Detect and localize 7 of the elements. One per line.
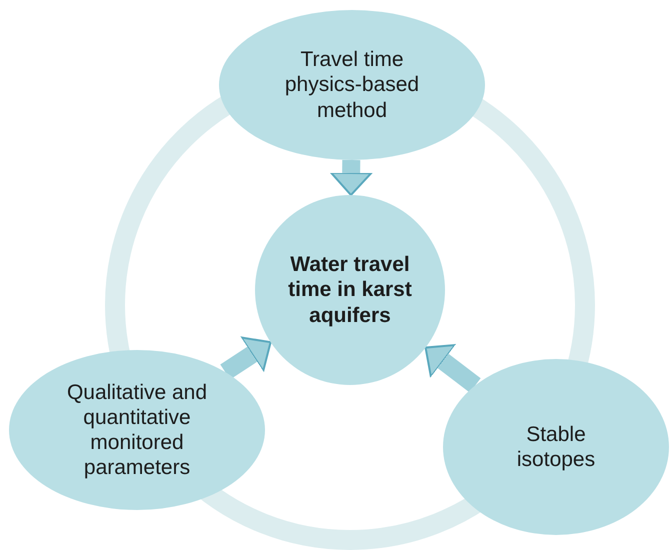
block-arrow (330, 160, 372, 196)
block-arrow (424, 344, 481, 393)
block-arrow (220, 336, 272, 380)
node-label: Water travel time in karst aquifers (287, 252, 413, 328)
node-label: Stable isotopes (516, 422, 596, 472)
node-label: Qualitative and quantitative monitored parameters (66, 380, 208, 480)
node-label: Travel time physics-based method (284, 47, 420, 123)
